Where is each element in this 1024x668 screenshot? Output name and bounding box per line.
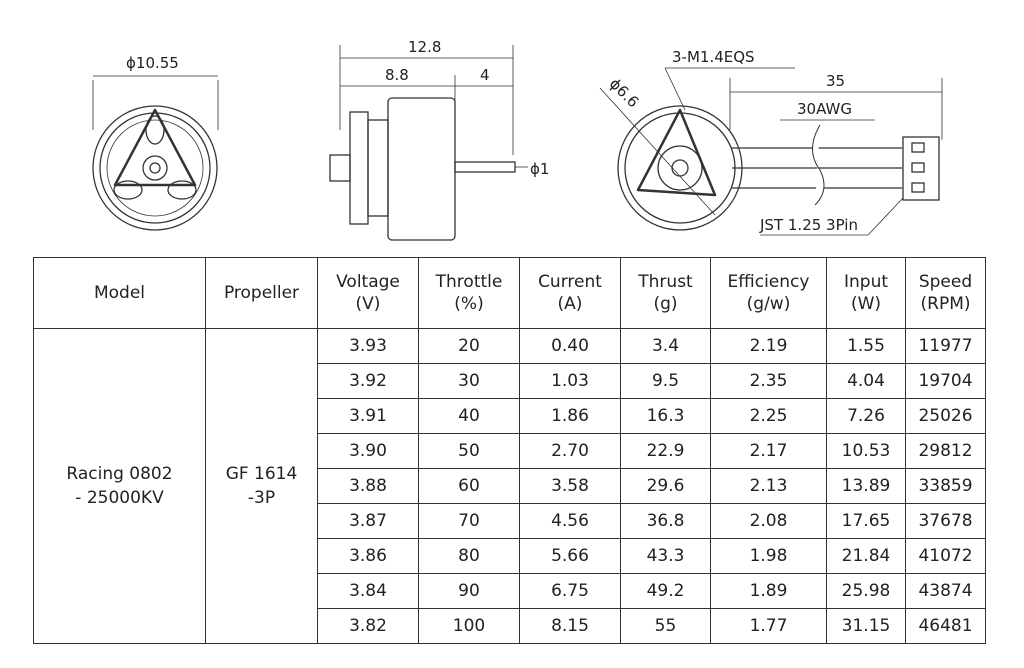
table-cell: 3.58	[519, 468, 621, 504]
table-cell: 9.5	[620, 363, 711, 399]
shaft-diameter-label: ϕ1	[530, 160, 549, 178]
table-cell: 1.77	[710, 608, 827, 644]
table-cell: 4.04	[826, 363, 906, 399]
column-header: Efficiency (g/w)	[710, 257, 827, 329]
column-header: Propeller	[205, 257, 318, 329]
motor-dimension-drawings: ϕ10.55 12.8 8.8 4 ϕ1 3-M1.4	[0, 0, 1024, 258]
table-cell: 49.2	[620, 573, 711, 609]
table-cell: 3.90	[317, 433, 419, 469]
side-view-drawing: 12.8 8.8 4 ϕ1	[329, 38, 549, 241]
table-cell: 3.91	[317, 398, 419, 434]
table-cell: 1.89	[710, 573, 827, 609]
column-header: Current (A)	[519, 257, 621, 329]
table-cell: 100	[418, 608, 520, 644]
column-header: Throttle (%)	[418, 257, 520, 329]
table-cell: 46481	[905, 608, 986, 644]
table-cell: 1.98	[710, 538, 827, 574]
table-cell: 0.40	[519, 328, 621, 364]
mount-circle-diameter-label: ϕ6.6	[606, 75, 643, 112]
column-header: Thrust (g)	[620, 257, 711, 329]
table-cell: 7.26	[826, 398, 906, 434]
table-cell: 2.19	[710, 328, 827, 364]
table-cell: 16.3	[620, 398, 711, 434]
table-cell: 31.15	[826, 608, 906, 644]
table-cell: 40	[418, 398, 520, 434]
table-cell: 25026	[905, 398, 986, 434]
table-cell: 2.70	[519, 433, 621, 469]
table-cell: 3.93	[317, 328, 419, 364]
table-cell: 33859	[905, 468, 986, 504]
side-total-length-label: 12.8	[408, 38, 441, 56]
table-cell: 3.88	[317, 468, 419, 504]
table-cell: 80	[418, 538, 520, 574]
table-cell: 3.87	[317, 503, 419, 539]
table-cell: 11977	[905, 328, 986, 364]
table-cell: 4.56	[519, 503, 621, 539]
table-cell: 3.92	[317, 363, 419, 399]
model-cell: Racing 0802 - 25000KV	[33, 328, 206, 644]
table-cell: 70	[418, 503, 520, 539]
mount-screws-label: 3-M1.4EQS	[672, 48, 755, 66]
table-cell: 30	[418, 363, 520, 399]
table-cell: 2.17	[710, 433, 827, 469]
column-header: Voltage (V)	[317, 257, 419, 329]
table-cell: 43.3	[620, 538, 711, 574]
table-cell: 55	[620, 608, 711, 644]
table-cell: 19704	[905, 363, 986, 399]
table-cell: 60	[418, 468, 520, 504]
propeller-cell: GF 1614 -3P	[205, 328, 318, 644]
column-header: Model	[33, 257, 206, 329]
table-cell: 10.53	[826, 433, 906, 469]
table-cell: 2.13	[710, 468, 827, 504]
table-cell: 5.66	[519, 538, 621, 574]
table-cell: 37678	[905, 503, 986, 539]
column-header: Speed (RPM)	[905, 257, 986, 329]
table-cell: 1.55	[826, 328, 906, 364]
table-cell: 17.65	[826, 503, 906, 539]
front-diameter-label: ϕ10.55	[126, 54, 179, 72]
table-cell: 43874	[905, 573, 986, 609]
table-cell: 20	[418, 328, 520, 364]
table-cell: 3.84	[317, 573, 419, 609]
table-cell: 90	[418, 573, 520, 609]
wire-gauge-label: 30AWG	[797, 100, 852, 118]
side-shaft-length-label: 4	[480, 66, 490, 84]
table-cell: 3.82	[317, 608, 419, 644]
front-view-drawing: ϕ10.55	[92, 54, 219, 231]
table-cell: 2.35	[710, 363, 827, 399]
rear-view-drawing: 3-M1.4EQS ϕ6.6 35 30AWG JST 1.25 3Pin	[599, 48, 943, 236]
table-cell: 29.6	[620, 468, 711, 504]
table-cell: 3.86	[317, 538, 419, 574]
table-cell: 21.84	[826, 538, 906, 574]
table-cell: 1.86	[519, 398, 621, 434]
wire-length-label: 35	[826, 72, 845, 90]
table-cell: 25.98	[826, 573, 906, 609]
column-header: Input (W)	[826, 257, 906, 329]
table-cell: 50	[418, 433, 520, 469]
table-cell: 2.25	[710, 398, 827, 434]
table-cell: 29812	[905, 433, 986, 469]
connector-label: JST 1.25 3Pin	[759, 216, 858, 234]
table-cell: 8.15	[519, 608, 621, 644]
table-cell: 2.08	[710, 503, 827, 539]
table-cell: 1.03	[519, 363, 621, 399]
table-cell: 3.4	[620, 328, 711, 364]
table-cell: 13.89	[826, 468, 906, 504]
table-cell: 22.9	[620, 433, 711, 469]
table-cell: 6.75	[519, 573, 621, 609]
table-cell: 41072	[905, 538, 986, 574]
side-body-length-label: 8.8	[385, 66, 409, 84]
table-cell: 36.8	[620, 503, 711, 539]
